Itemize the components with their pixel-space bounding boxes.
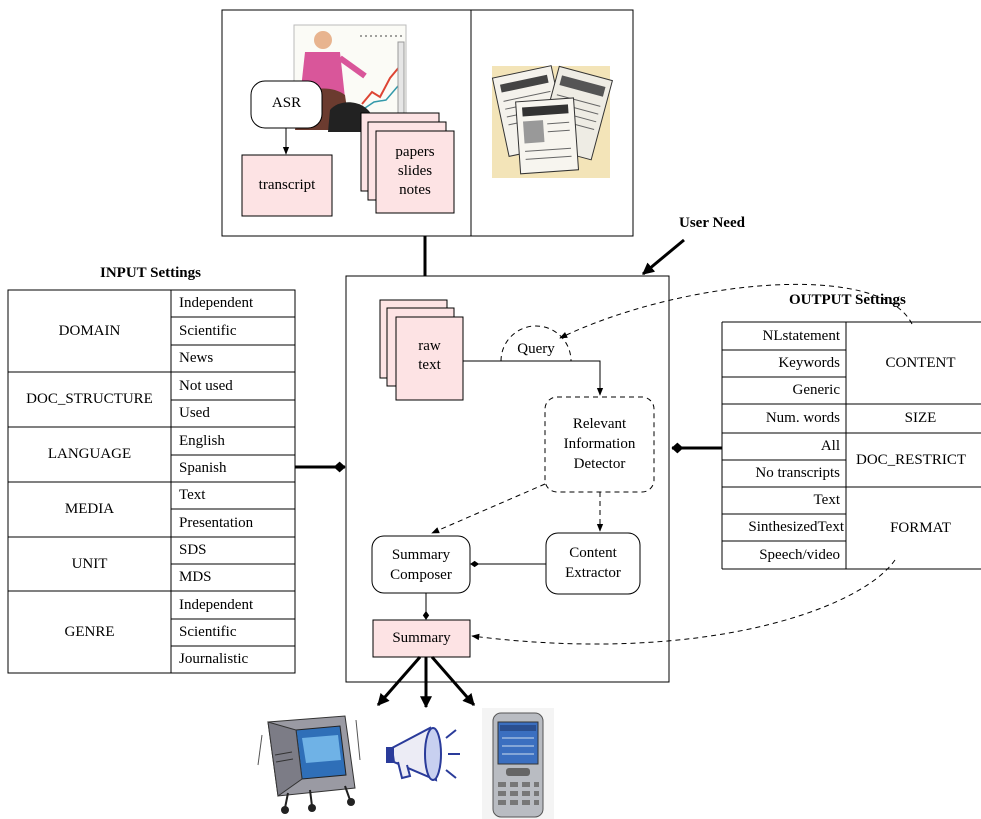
output-to-query-curve xyxy=(559,283,913,339)
documents-label: papers slides notes xyxy=(376,143,454,200)
user-need-label: User Need xyxy=(679,215,745,231)
query-circle xyxy=(500,325,572,362)
input-group-unit: UNIT xyxy=(71,555,108,572)
input-option: Scientific xyxy=(179,624,237,640)
output-group-doc-restrict: DOC_RESTRICT xyxy=(856,451,967,468)
input-settings-title: INPUT Settings xyxy=(100,265,201,281)
megaphone-icon xyxy=(386,726,460,782)
output-option: Num. words xyxy=(765,410,840,426)
documents-stack xyxy=(360,112,455,214)
output-option: Keywords xyxy=(778,355,840,371)
composer-box xyxy=(371,535,471,594)
pda-icon xyxy=(482,708,554,819)
output-arrows xyxy=(376,656,476,709)
raw-text-stack xyxy=(379,299,464,401)
tv-icon xyxy=(257,715,361,814)
transcript-label: transcript xyxy=(258,177,316,193)
detector-label: Relevant Information Detector xyxy=(545,414,654,474)
raw-to-detector-arrow xyxy=(463,360,604,396)
raw-text-line-2: text xyxy=(418,357,441,373)
input-option: Presentation xyxy=(179,514,254,531)
output-group-content: CONTENT xyxy=(885,354,956,371)
input-option: Spanish xyxy=(179,460,227,476)
input-option: English xyxy=(179,432,225,449)
documents-line-3: notes xyxy=(399,182,431,198)
input-option: Scientific xyxy=(179,322,237,339)
extractor-line-1: Content xyxy=(569,545,617,561)
detector-line-2: Information xyxy=(563,436,636,452)
documents-line-2: slides xyxy=(397,163,433,179)
output-option: SinthesizedText xyxy=(748,519,844,535)
documents-line-1: papers xyxy=(395,144,435,160)
input-option: Used xyxy=(179,405,210,421)
output-group-format: FORMAT xyxy=(890,519,951,536)
summary-label: Summary xyxy=(392,630,451,646)
extractor-line-2: Extractor xyxy=(565,565,621,581)
asr-label: ASR xyxy=(271,95,302,111)
input-option: News xyxy=(179,350,214,366)
extractor-label: Content Extractor xyxy=(546,543,640,583)
raw-text-line-1: raw xyxy=(418,338,441,354)
output-option: NLstatement xyxy=(762,327,840,344)
detector-line-3: Detector xyxy=(573,456,626,472)
output-settings-title: OUTPUT Settings xyxy=(789,292,906,308)
detector-line-1: Relevant xyxy=(572,416,627,432)
output-option: All xyxy=(820,438,840,454)
detector-to-composer-arrow xyxy=(431,483,546,534)
user-need-arrow xyxy=(642,238,685,276)
newspapers-illustration xyxy=(491,65,614,178)
input-option: Independent xyxy=(179,596,254,613)
output-group-size: SIZE xyxy=(904,410,937,426)
input-option: SDS xyxy=(179,542,207,558)
input-option: Text xyxy=(179,487,206,503)
output-option: Generic xyxy=(792,382,840,398)
composer-label: Summary Composer xyxy=(372,545,470,585)
summary-box xyxy=(372,619,471,658)
input-group-language: LANGUAGE xyxy=(47,446,132,462)
input-option: Not used xyxy=(179,377,233,394)
query-label: Query xyxy=(517,341,555,357)
raw-text-label: raw text xyxy=(396,337,463,375)
output-option: No transcripts xyxy=(755,465,840,481)
input-option: Independent xyxy=(179,295,254,311)
output-option: Text xyxy=(813,492,840,508)
input-group-media: MEDIA xyxy=(64,501,115,517)
input-settings-table xyxy=(7,289,296,674)
output-settings-table xyxy=(721,321,981,570)
format-to-summary-curve xyxy=(471,559,896,645)
input-group-genre: GENRE xyxy=(64,623,115,640)
transcript-box xyxy=(241,154,333,217)
input-group-doc-structure: DOC_STRUCTURE xyxy=(26,391,153,407)
output-option: Speech/video xyxy=(759,546,840,563)
input-group-domain: DOMAIN xyxy=(58,322,121,339)
composer-line-1: Summary xyxy=(391,547,451,563)
input-option: MDS xyxy=(179,569,212,585)
input-option: Journalistic xyxy=(179,651,249,667)
composer-line-2: Composer xyxy=(390,567,452,583)
